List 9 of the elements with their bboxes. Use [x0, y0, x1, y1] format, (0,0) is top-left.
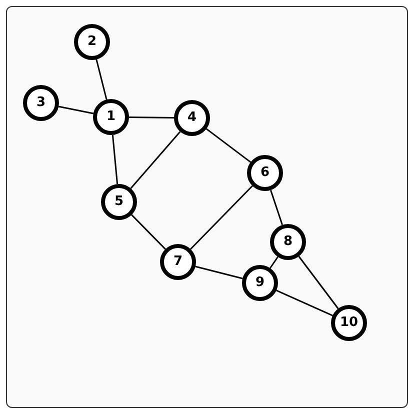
- edge-line: [128, 116, 174, 119]
- edge-line: [270, 190, 284, 226]
- edge-line: [131, 214, 166, 250]
- edge-line: [112, 134, 118, 184]
- edge-line: [190, 185, 253, 250]
- edge-line: [195, 266, 243, 280]
- edge-line: [96, 59, 108, 100]
- edge-line: [58, 106, 94, 114]
- edge-line: [276, 290, 333, 316]
